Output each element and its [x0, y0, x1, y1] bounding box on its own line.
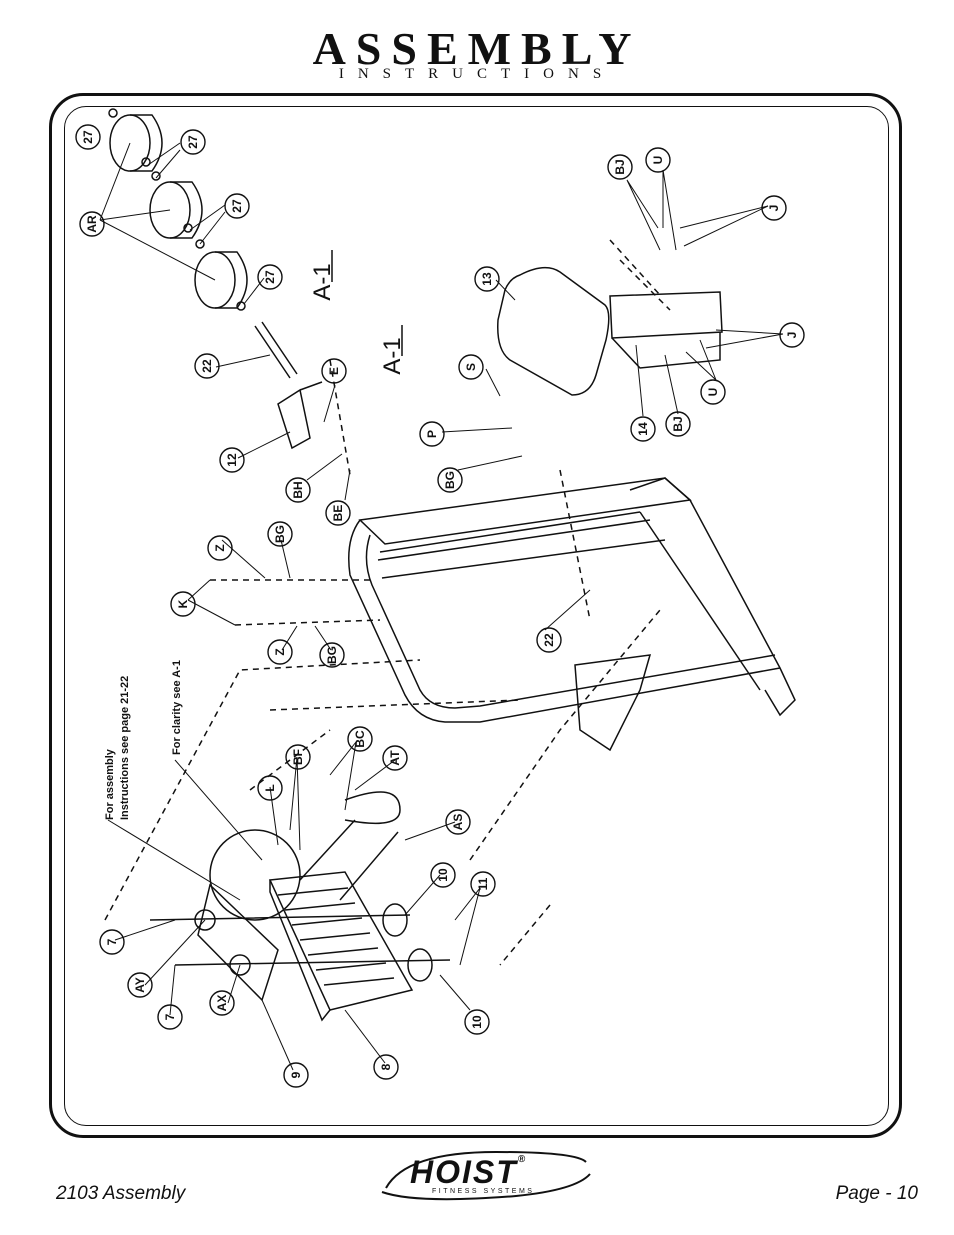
callout-e: E [327, 367, 341, 375]
callout-bj1: BJ [613, 159, 627, 174]
diagram-outer-frame [49, 93, 902, 1138]
callout-bg2: BG [273, 525, 287, 543]
callout-u2: U [706, 388, 720, 397]
callout-8: 8 [379, 1063, 393, 1070]
note-assembly-line2: Instructions see page 21-22 [119, 676, 131, 820]
callout-bj2: BJ [671, 416, 685, 431]
callout-27c: 27 [230, 199, 244, 213]
callout-j1: J [767, 205, 781, 212]
callout-7a: 7 [105, 938, 119, 945]
callout-13: 13 [480, 272, 494, 286]
callout-11: 11 [476, 877, 490, 890]
page-title: ASSEMBLY [312, 23, 642, 74]
callout-27b: 27 [186, 135, 200, 149]
logo-swoosh-icon [381, 1150, 591, 1201]
callout-bg3: BG [325, 646, 339, 664]
callout-bf: BF [291, 749, 305, 765]
diagram-inner-frame [64, 106, 889, 1126]
callout-10a: 10 [436, 868, 450, 882]
callout-ay: AY [133, 977, 147, 993]
callout-bc: BC [353, 730, 367, 748]
page-subtitle: INSTRUCTIONS [338, 66, 616, 82]
callout-ax: AX [215, 995, 229, 1012]
callout-as: AS [451, 814, 465, 831]
callout-l: L [263, 784, 277, 791]
hoist-logo: HOIST® FITNESS SYSTEMS [376, 1148, 594, 1204]
note-clarity: For clarity see A-1 [171, 660, 183, 755]
callout-14: 14 [636, 422, 650, 436]
footer-page-number: Page - 10 [835, 1183, 918, 1204]
callout-z2: Z [273, 648, 287, 655]
callout-22a: 22 [200, 359, 214, 373]
callout-ar: AR [85, 215, 99, 233]
seat-pad [497, 266, 610, 396]
roller-pads [108, 108, 248, 311]
callout-k: K [176, 599, 190, 608]
callout-7b: 7 [163, 1013, 177, 1020]
callout-u1: U [651, 156, 665, 165]
callout-bh: BH [291, 481, 305, 498]
callout-be: BE [331, 505, 345, 522]
logo-subtitle: FITNESS SYSTEMS [432, 1188, 535, 1195]
callout-22b: 22 [542, 633, 556, 647]
callout-z1: Z [213, 544, 227, 551]
logo-word: HOIST® [410, 1154, 528, 1190]
note-assembly-line1: For assembly [104, 748, 116, 820]
callout-p: P [425, 430, 439, 438]
callout-s: S [464, 363, 478, 371]
callout-9: 9 [289, 1071, 303, 1078]
callout-j2: J [785, 332, 799, 339]
callout-bg1: BG [443, 471, 457, 489]
shaft-upper [254, 321, 298, 379]
callout-12: 12 [225, 453, 239, 467]
weight-stack [268, 871, 414, 1022]
callout-10b: 10 [470, 1015, 484, 1029]
callout-27a: 27 [81, 130, 95, 144]
callout-27d: 27 [263, 270, 277, 284]
footer-doc-name: 2103 Assembly [56, 1183, 186, 1204]
callout-at: AT [388, 750, 402, 766]
